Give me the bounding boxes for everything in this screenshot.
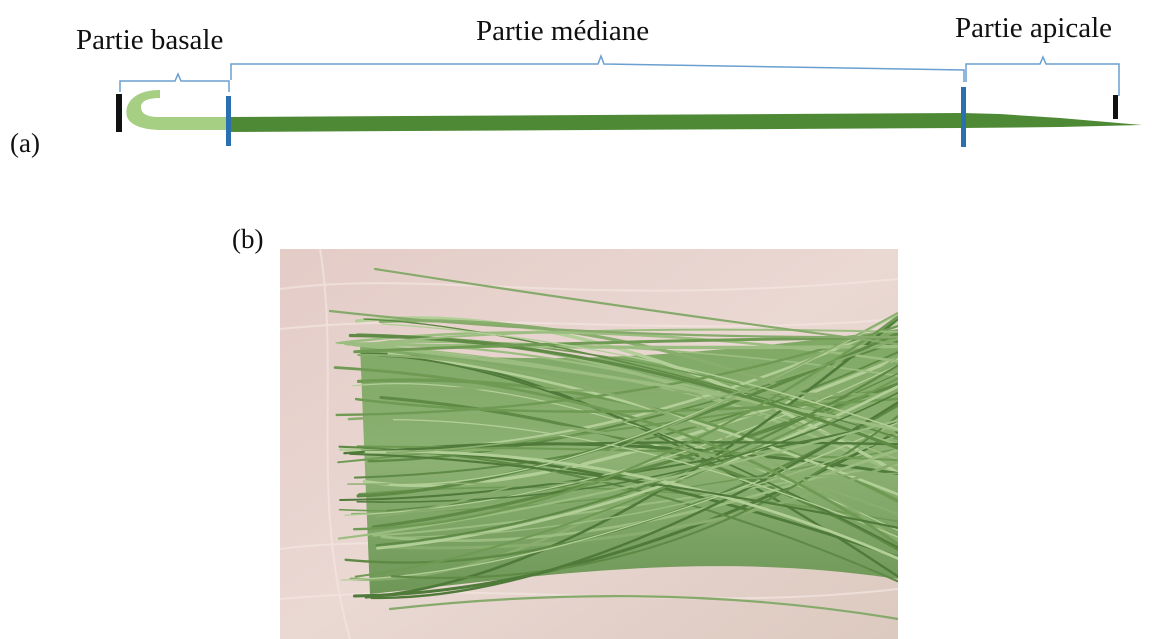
needles-photo bbox=[280, 249, 898, 639]
leaf-shape bbox=[126, 90, 1142, 132]
leaf-median-part bbox=[229, 113, 1142, 132]
bracket-basal bbox=[120, 74, 229, 92]
panel-label-b: (b) bbox=[232, 226, 263, 253]
bracket-median bbox=[231, 56, 964, 82]
bracket-apical bbox=[966, 57, 1119, 96]
leaf-diagram bbox=[0, 0, 1155, 200]
marker-apex bbox=[1113, 95, 1118, 119]
marker-basal-median bbox=[226, 96, 231, 146]
section-brackets bbox=[120, 56, 1119, 96]
leaf-basal-part bbox=[126, 90, 229, 130]
marker-basal-end bbox=[116, 94, 122, 132]
marker-median-apical bbox=[961, 87, 966, 147]
